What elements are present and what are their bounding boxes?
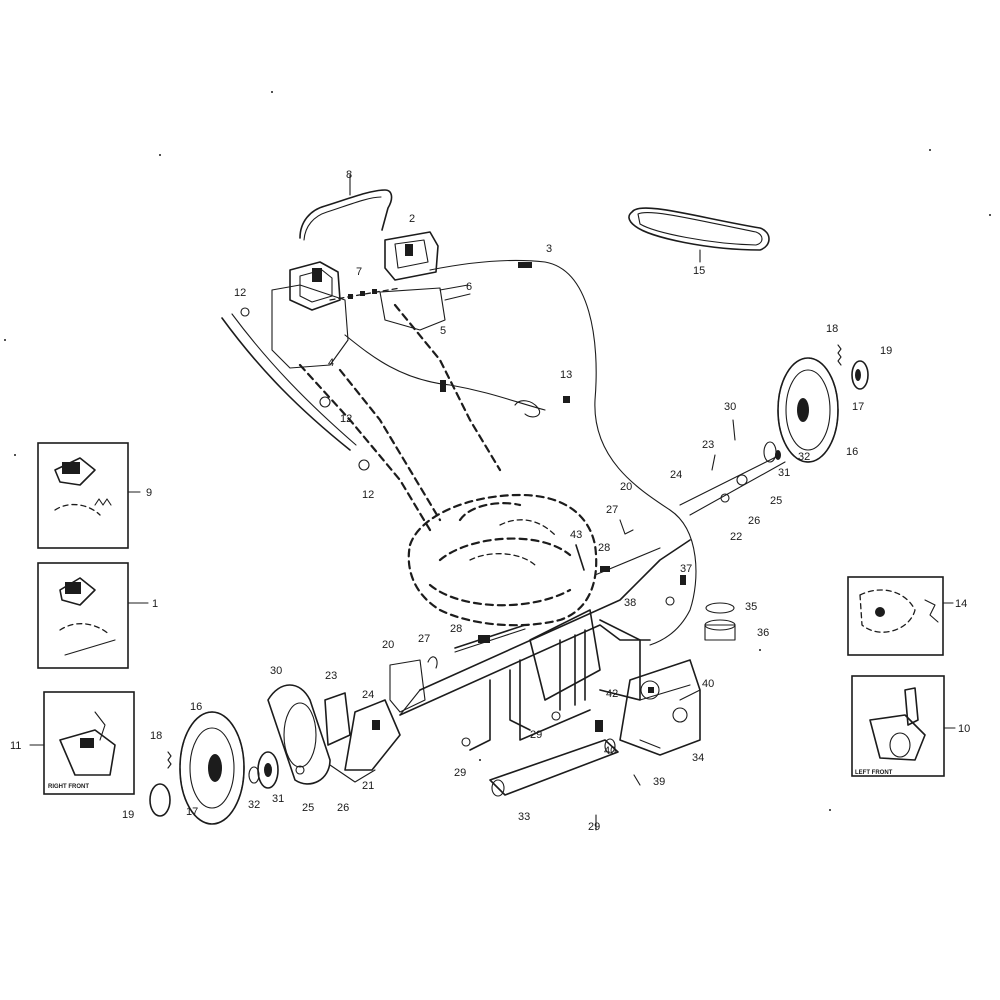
callout-31-right: 31 [778,467,790,479]
inset-14 [847,576,954,656]
callout-2: 2 [409,213,415,225]
callout-15: 15 [693,265,705,277]
callout-28-right: 28 [598,542,610,554]
callout-9: 9 [146,487,152,499]
callout-39: 39 [653,776,665,788]
callout-29-a: 29 [530,729,542,741]
callout-25-left: 25 [302,802,314,814]
callout-17-left: 17 [186,806,198,818]
callout-26-left: 26 [337,802,349,814]
callout-12-c: 12 [362,489,374,501]
callout-22: 22 [730,531,742,543]
callout-28-left: 28 [450,623,462,635]
callout-24-left: 24 [362,689,374,701]
callout-6: 6 [466,281,472,293]
callout-4: 4 [328,357,334,369]
callout-40-b: 40 [604,745,616,757]
inset-11: RIGHT FRONT [29,691,135,795]
callout-20-right: 20 [620,481,632,493]
callout-29-b: 29 [454,767,466,779]
callout-26-right: 26 [748,515,760,527]
callout-20-left: 20 [382,639,394,651]
callout-17-right: 17 [852,401,864,413]
callout-12-b: 12 [340,413,352,425]
callout-42: 42 [606,688,618,700]
callout-27-right: 27 [606,504,618,516]
inset-9 [37,442,141,549]
callout-33: 33 [518,811,530,823]
left-wheel-group [149,656,438,825]
callout-40-a: 40 [702,678,714,690]
callout-30-left: 30 [270,665,282,677]
callout-5: 5 [440,325,446,337]
callout-14: 14 [955,598,967,610]
callout-36: 36 [757,627,769,639]
callout-24-right: 24 [670,469,682,481]
callout-12-a: 12 [234,287,246,299]
engine-outline [298,303,598,627]
callout-32-left: 32 [248,799,260,811]
callout-32-right: 32 [798,451,810,463]
callout-7: 7 [356,266,362,278]
callout-18-right: 18 [826,323,838,335]
callout-19-left: 19 [122,809,134,821]
callout-29-c: 29 [588,821,600,833]
callout-10: 10 [958,723,970,735]
callout-27-left: 27 [418,633,430,645]
callout-43: 43 [570,529,582,541]
callout-30-right: 30 [724,401,736,413]
callout-16-left: 16 [190,701,202,713]
inset-1 [37,562,149,669]
callout-13: 13 [560,369,572,381]
callout-37: 37 [680,563,692,575]
callout-16-right: 16 [846,446,858,458]
deck-frame [399,539,736,831]
callout-8: 8 [346,169,352,181]
callout-11: 11 [10,740,21,752]
handle-rail [221,307,370,471]
callout-labels: 8 2 3 7 6 5 4 12 12 12 13 15 18 19 17 16… [10,169,970,833]
drive-belt [628,207,770,263]
callout-3: 3 [546,243,552,255]
inset-caption-left-front: LEFT FRONT [855,770,893,776]
callout-23-left: 23 [325,670,337,682]
callout-19-right: 19 [880,345,892,357]
control-cable [344,259,697,646]
callout-38: 38 [624,597,636,609]
right-wheel-group [619,344,869,535]
callout-1: 1 [152,598,158,610]
callout-23-right: 23 [702,439,714,451]
callout-18-left: 18 [150,730,162,742]
scan-specks [4,91,991,811]
callout-31-left: 31 [272,793,284,805]
callout-35: 35 [745,601,757,613]
inset-caption-right-front: RIGHT FRONT [48,784,89,790]
callout-21: 21 [362,780,374,792]
callout-34: 34 [692,752,704,764]
handle-assembly [271,174,471,369]
inset-10: LEFT FRONT [851,675,956,777]
callout-25-right: 25 [770,495,782,507]
